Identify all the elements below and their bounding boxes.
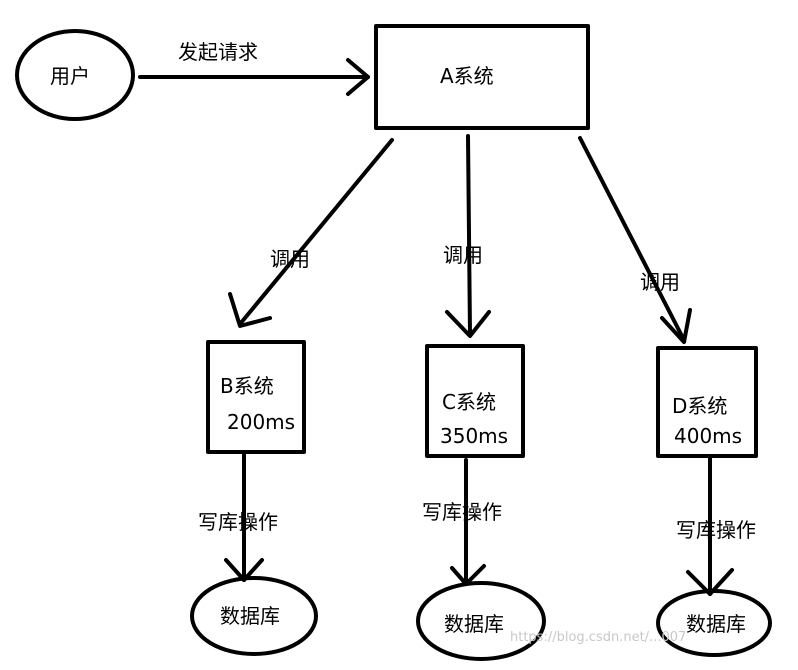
- system-d-name: D系统: [672, 394, 728, 418]
- call-label-c: 调用: [443, 243, 483, 267]
- system-c-name: C系统: [442, 390, 496, 414]
- system-a-box: [374, 24, 590, 130]
- database-b-shape: [190, 576, 318, 656]
- system-c-time: 350ms: [440, 424, 509, 448]
- call-arrow-b: [238, 138, 394, 326]
- system-b-time: 200ms: [227, 410, 296, 434]
- call-arrowhead-b: [228, 292, 272, 328]
- request-label: 发起请求: [178, 40, 258, 64]
- database-d-shape: [656, 589, 772, 657]
- database-b-label: 数据库: [220, 604, 280, 628]
- database-d-label: 数据库: [686, 612, 746, 636]
- write-label-b: 写库操作: [198, 510, 278, 534]
- watermark-url: https://blog.csdn.net/...007: [510, 630, 687, 645]
- request-arrowhead: [346, 58, 370, 96]
- call-arrow-c: [466, 134, 472, 336]
- system-a-label: A系统: [440, 64, 494, 88]
- write-label-d: 写库操作: [676, 518, 756, 542]
- system-b-name: B系统: [220, 374, 274, 398]
- database-c-shape: [416, 581, 546, 661]
- user-label: 用户: [50, 64, 90, 88]
- user-node-shape: [15, 29, 135, 121]
- system-b-box: [206, 340, 306, 454]
- database-c-label: 数据库: [444, 612, 504, 636]
- write-arrowhead-d: [686, 568, 734, 596]
- system-d-time: 400ms: [674, 424, 743, 448]
- call-arrowhead-c: [445, 310, 491, 338]
- call-arrow-d: [578, 136, 686, 342]
- call-label-d: 调用: [640, 270, 680, 294]
- call-arrowhead-d: [660, 308, 692, 344]
- write-label-c: 写库操作: [422, 500, 502, 524]
- call-label-b: 调用: [270, 247, 310, 271]
- system-c-box: [425, 344, 525, 458]
- system-d-box: [656, 346, 758, 458]
